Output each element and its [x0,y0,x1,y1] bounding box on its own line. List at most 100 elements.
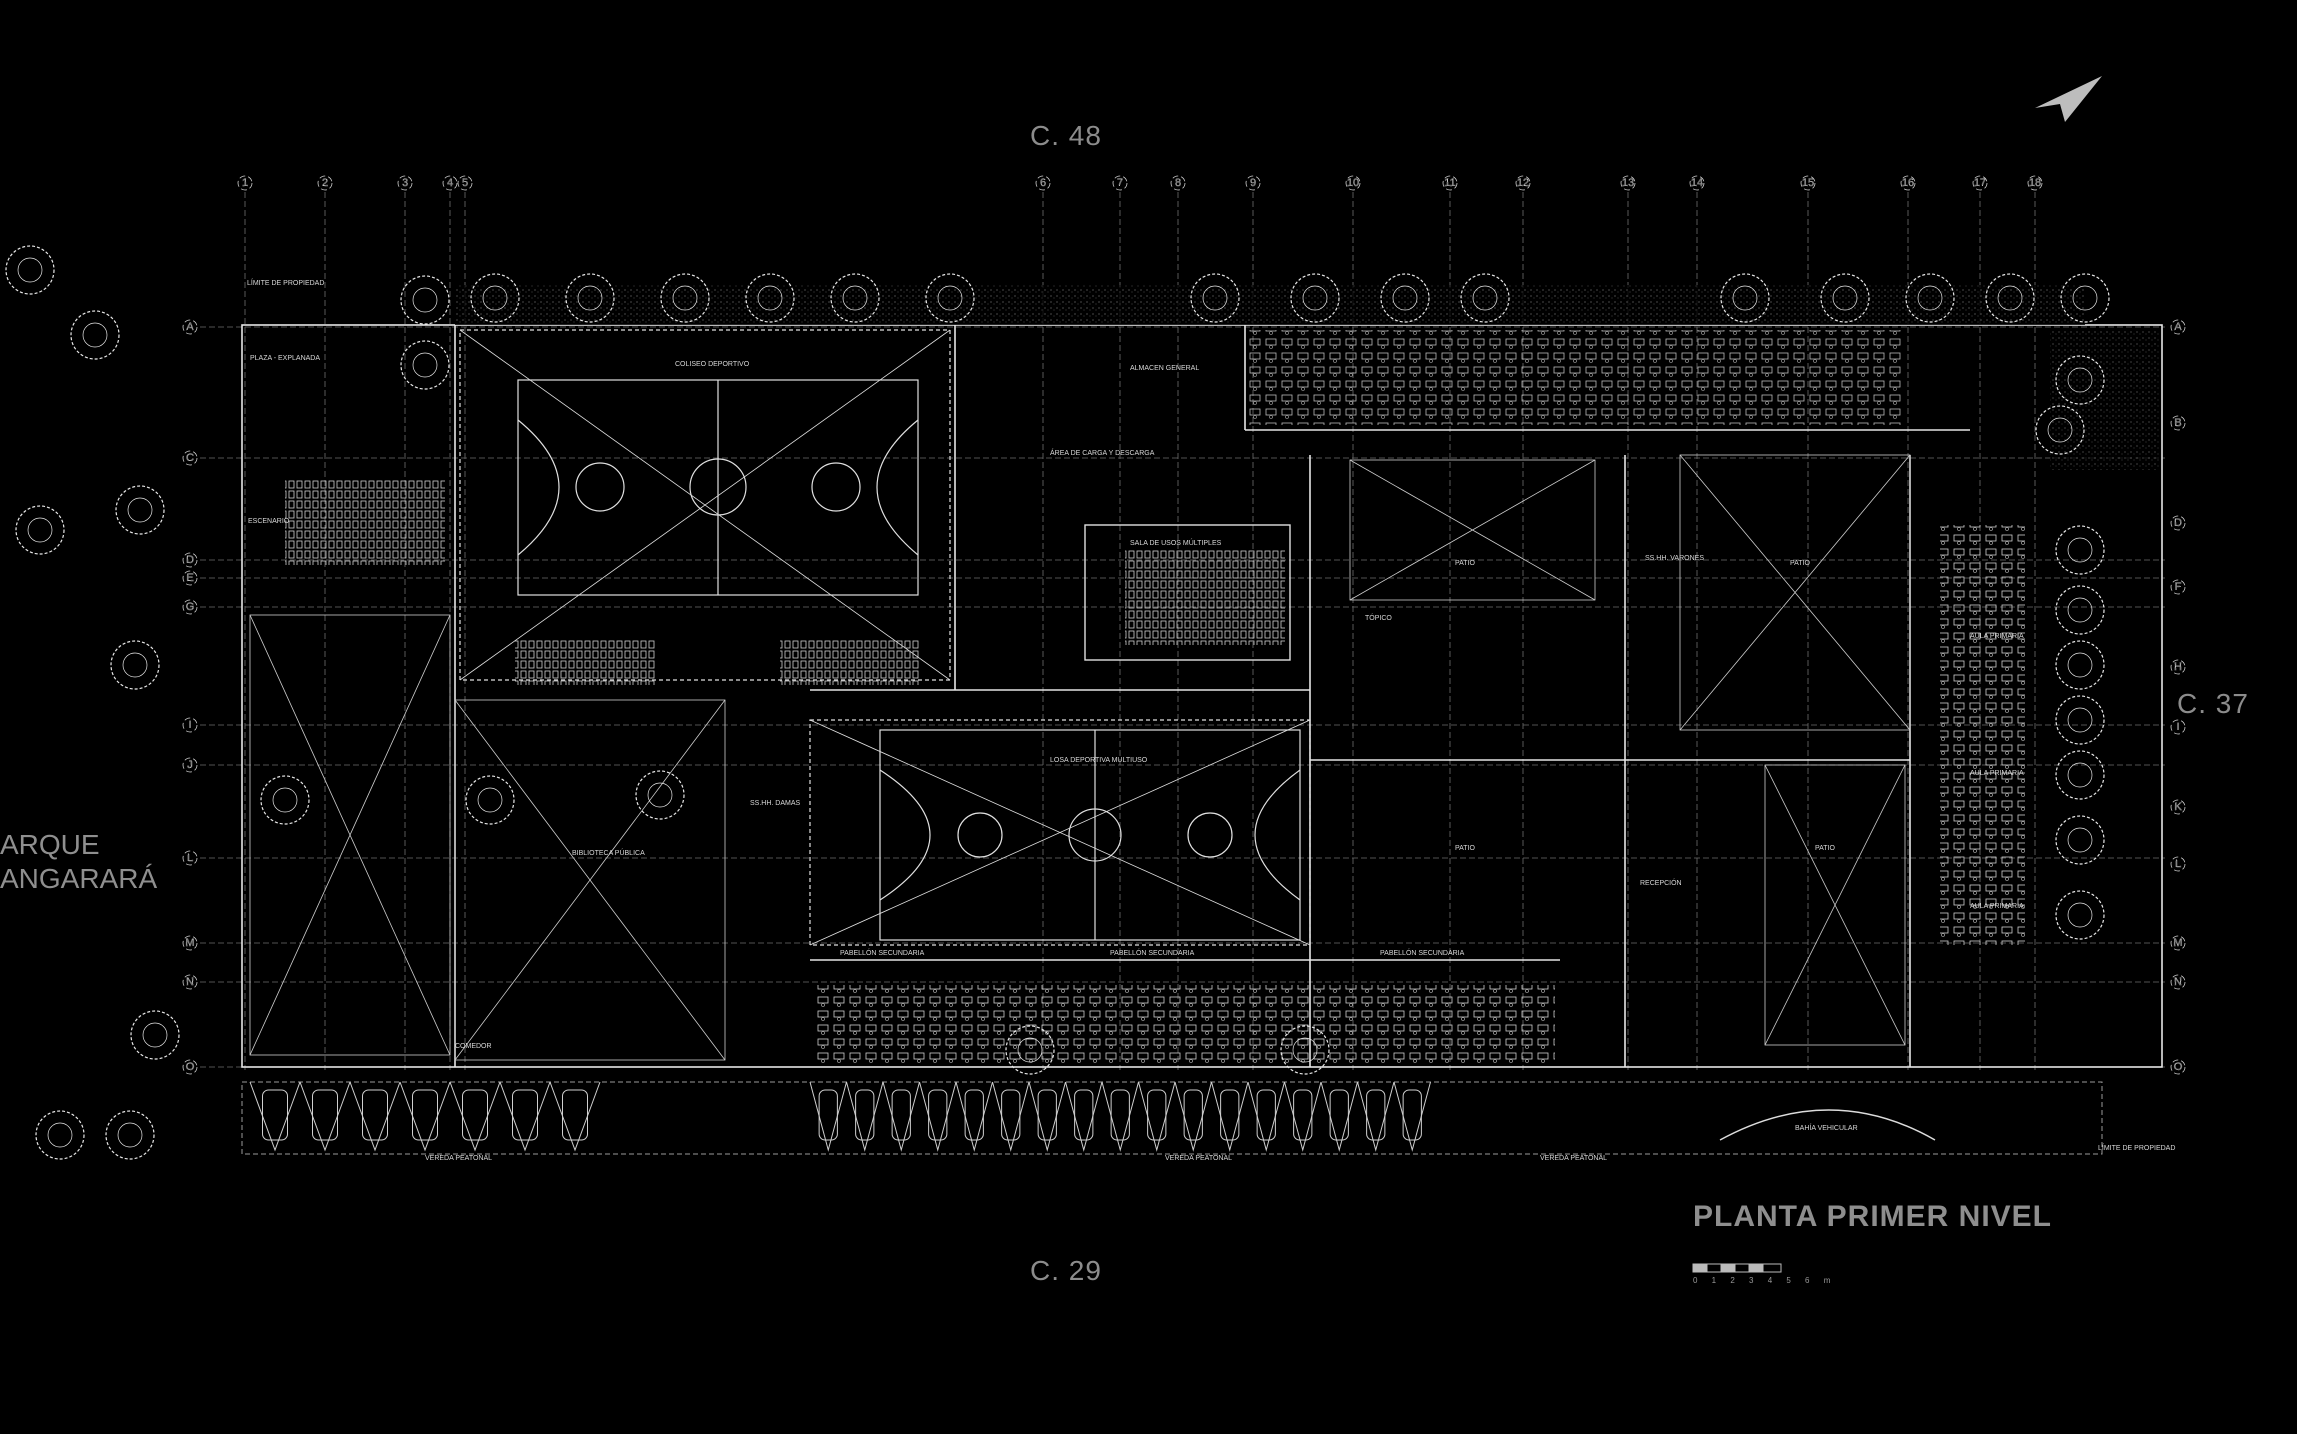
parking-stall [1065,1081,1103,1152]
label-aula2: AULA PRIMARIA [1970,770,2024,777]
grid-bubble-label: 9 [1250,177,1256,189]
grid-bubble-label: 17 [1974,177,1986,189]
label-explanada: PLAZA - EXPLANADA [250,355,320,362]
grid-bubble [317,175,333,191]
tree-icon [2055,585,2105,635]
grid-bubble-label: E [186,572,193,584]
tree-canopy-icon [1997,285,2023,311]
grid-bubble-label: 5 [462,177,468,189]
grid-bubble-label: M [185,937,194,949]
parking-stall [1028,1081,1066,1152]
grid-bubble [397,175,413,191]
tree-icon [1460,273,1510,323]
parked-car-icon [891,1089,911,1141]
tree-icon [635,770,685,820]
parked-car-icon [818,1089,838,1141]
tree-canopy-icon [2067,707,2093,733]
tree-canopy-icon [47,1122,73,1148]
grid-bubble [442,175,458,191]
parking-stall [1101,1081,1139,1152]
parked-car-icon [412,1089,438,1141]
grid-bubble [182,319,198,335]
park-name-line2: ANGARARÁ [0,863,158,894]
tree-canopy-icon [1202,285,1228,311]
grid-bubble-label: 11 [1444,177,1455,189]
grid-bubble-label: 15 [1802,177,1814,189]
coliseo-court [459,329,951,681]
tree-canopy-icon [412,352,438,378]
tree-canopy-icon [2067,827,2093,853]
grid-bubble-label: M [2173,937,2182,949]
tree-canopy-icon [2067,652,2093,678]
tree-canopy-icon [2067,537,2093,563]
grid-bubble [2027,175,2043,191]
tree-icon [1380,273,1430,323]
label-bahia: BAHÍA VEHICULAR [1795,1123,1858,1132]
tree-icon [2055,815,2105,865]
tree-icon [2055,355,2105,405]
parked-car-icon [1293,1089,1313,1141]
tree-canopy-icon [842,285,868,311]
label-sshh: SS.HH. VARONES [1645,555,1704,562]
label-pab3: PABELLÓN SECUNDARIA [1380,948,1465,957]
label-aula1: AULA PRIMARIA [1970,633,2024,640]
parking-stall [349,1081,401,1152]
tree-icon [115,485,165,535]
tree-canopy-icon [412,287,438,313]
parking-stall [1138,1081,1176,1152]
grid-bubble [182,1059,198,1075]
grid-bubble [237,175,253,191]
tree-icon [465,775,515,825]
street-south: C. 29 [1030,1255,1102,1286]
grid-bubble [1620,175,1636,191]
coliseo-stands-right [780,640,920,685]
grid-bubble-label: 3 [402,177,408,189]
grid-bubble [2170,415,2186,431]
parking-stall [299,1081,351,1152]
parked-car-icon [928,1089,948,1141]
tree-icon [1005,1025,1055,1075]
tree-icon [1720,273,1770,323]
losa-court [809,719,1311,946]
tree-canopy-icon [477,787,503,813]
tree-canopy-icon [122,652,148,678]
room-labels: PLAZA - EXPLANADA COLISEO DEPORTIVO LOSA… [247,278,2175,1162]
grid-bubble-label: B [2174,417,2181,429]
parked-car-icon [362,1089,388,1141]
tree-canopy-icon [1832,285,1858,311]
grid-bubble-label: K [2174,801,2182,813]
grid-bubble [1689,175,1705,191]
tree-canopy-icon [2067,902,2093,928]
grid-bubble-label: O [186,1061,195,1073]
grid-bubble-label: O [2174,1061,2183,1073]
park-name-line1: ARQUE [0,829,100,860]
grid-bubble-label: L [2175,858,2181,870]
label-vereda3: VEREDA PEATONAL [1540,1155,1607,1162]
grid-bubble [182,552,198,568]
parked-car-icon [512,1089,538,1141]
tree-canopy-icon [2067,597,2093,623]
green-strip-north [455,285,2085,325]
tree-icon [15,505,65,555]
grid-bubble [182,935,198,951]
parking-stall [399,1081,451,1152]
grid-bubble-label: A [2174,321,2182,333]
grid-bubble [2170,799,2186,815]
tree-canopy-icon [2067,762,2093,788]
label-topico: TÓPICO [1365,613,1392,622]
tree-icon [1280,1025,1330,1075]
grid-bubble-label: 14 [1691,177,1703,189]
parked-car-icon [1402,1089,1422,1141]
grid-bubble [2170,935,2186,951]
label-pab2: PABELLÓN SECUNDARIA [1110,948,1195,957]
tree-icon [2035,405,2085,455]
tree-icon [110,640,160,690]
label-almacen: ALMACEN GENERAL [1130,365,1199,372]
parked-car-icon [855,1089,875,1141]
tree-icon [2055,750,2105,800]
scale-labels: 0 1 2 3 4 5 6 m [1693,1276,1837,1285]
label-carga: ÁREA DE CARGA Y DESCARGA [1050,448,1155,457]
grid-bubble [1900,175,1916,191]
grid-bubble [182,450,198,466]
label-patio2: PATIO [1790,560,1811,567]
